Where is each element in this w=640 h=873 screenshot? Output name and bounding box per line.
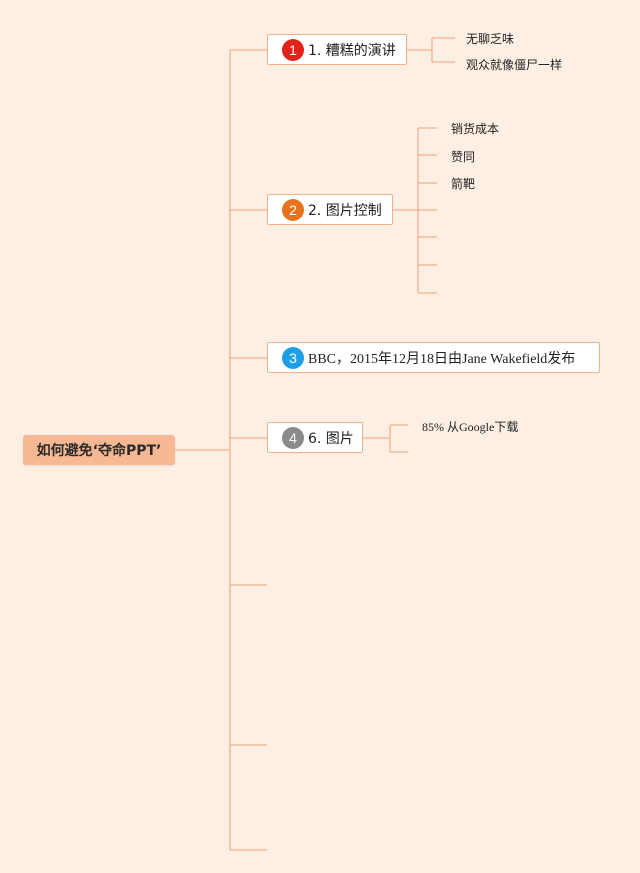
branch-topic-1-label: 1. 糟糕的演讲 (308, 42, 396, 59)
branch-topic-4[interactable]: 4 6. 图片 (267, 422, 363, 453)
branch-topic-3-label: BBC，2015年12月18日由Jane Wakefield发布 (308, 351, 576, 367)
root-topic-label: 如何避免‘夺命PPT’ (36, 443, 162, 459)
leaf-connector-group-2 (393, 127, 437, 294)
subtopic-google-download[interactable]: 85% 从Google下载 (422, 420, 519, 434)
leaf-connector-group-4 (363, 424, 408, 453)
priority-2-icon: 2 (282, 198, 304, 221)
subtopic-agree[interactable]: 赞同 (451, 150, 476, 164)
branch-topic-4-label: 6. 图片 (308, 430, 354, 447)
root-topic[interactable]: 如何避免‘夺命PPT’ (23, 435, 175, 465)
subtopic-cogs[interactable]: 销货成本 (451, 122, 500, 136)
priority-4-icon: 4 (282, 426, 304, 449)
branch-topic-2-label: 2. 图片控制 (308, 202, 382, 219)
branch-topic-2[interactable]: 2 2. 图片控制 (267, 194, 393, 225)
branch-topic-3[interactable]: 3 BBC，2015年12月18日由Jane Wakefield发布 (267, 342, 600, 373)
priority-3-icon: 3 (282, 346, 304, 369)
subtopic-boring[interactable]: 无聊乏味 (466, 32, 515, 46)
subtopic-zombie-audience[interactable]: 观众就像僵尸一样 (466, 58, 563, 72)
priority-1-icon: 1 (282, 38, 304, 61)
subtopic-target[interactable]: 箭靶 (451, 177, 476, 191)
branch-topic-1[interactable]: 1 1. 糟糕的演讲 (267, 34, 407, 65)
leaf-connector-group-1 (407, 37, 455, 63)
